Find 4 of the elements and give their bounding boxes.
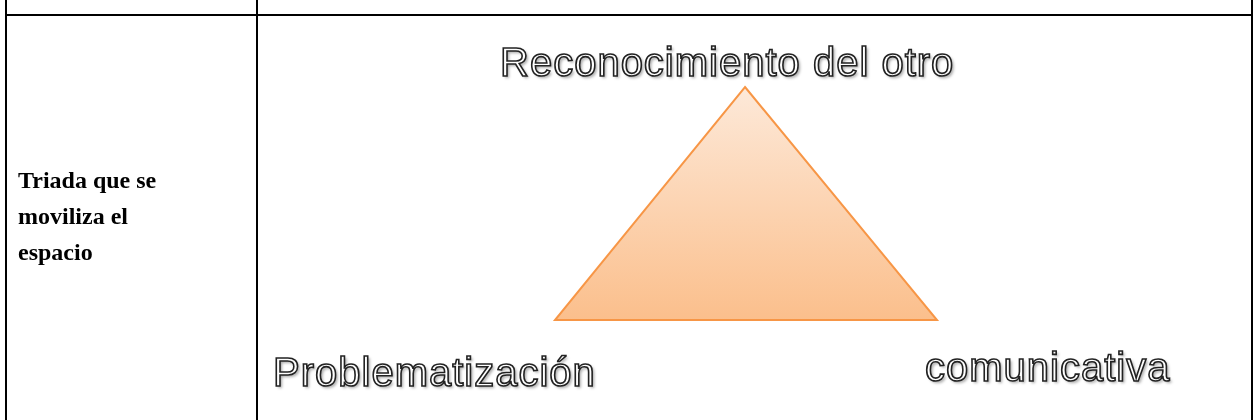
row-heading: Triada que se moviliza el espacio xyxy=(18,166,158,267)
vertex-label: Reconocimiento del otro xyxy=(500,40,955,85)
vertex-label: comunicativa xyxy=(925,345,1171,390)
vertex-label: Problematización xyxy=(273,350,596,395)
